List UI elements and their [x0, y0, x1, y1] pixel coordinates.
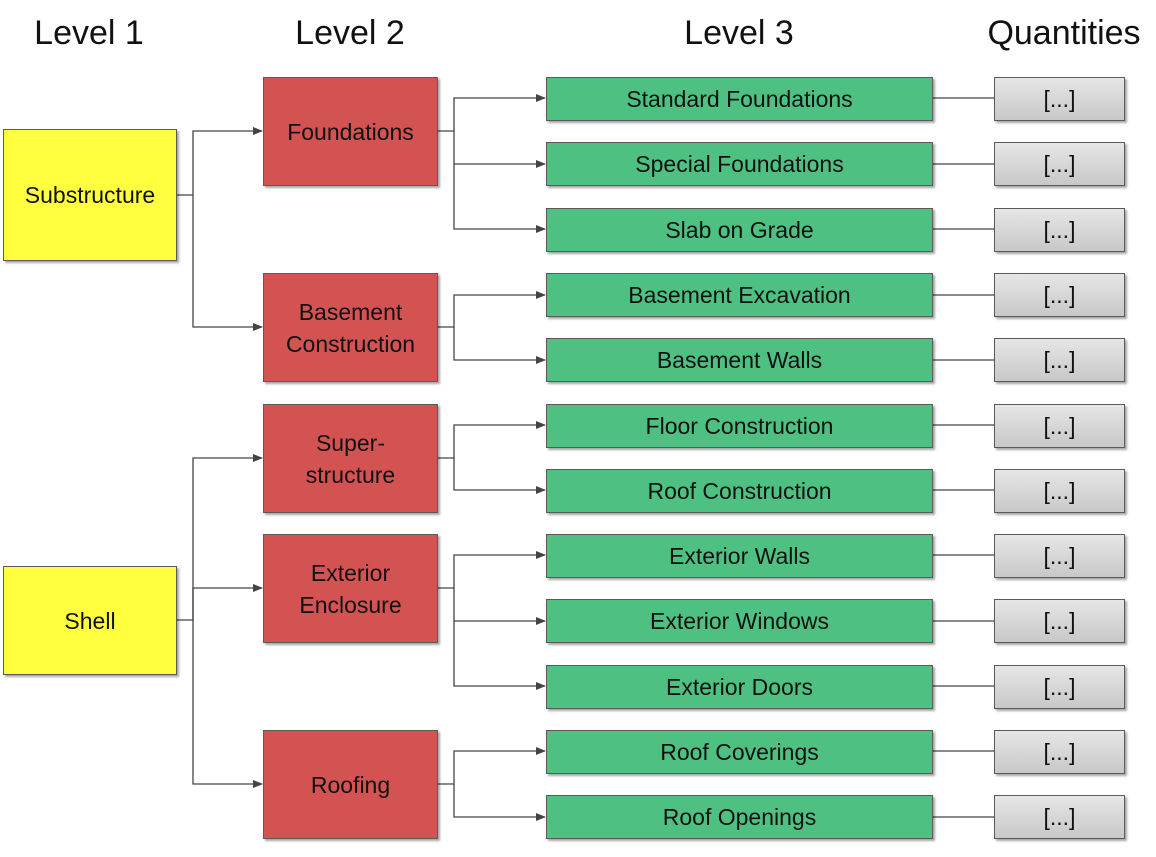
level2-label-line: Foundations: [287, 118, 414, 145]
quantity-label: [...]: [1043, 804, 1076, 830]
level3-slab-on-grade: Slab on Grade: [546, 208, 933, 252]
level3-basement-walls: Basement Walls: [546, 338, 933, 382]
level2-basement-construction: Basement Construction: [263, 273, 438, 382]
quantity-cell: [...]: [994, 338, 1125, 382]
quantity-label: [...]: [1043, 739, 1076, 765]
level2-label-line: Construction: [285, 330, 416, 357]
quantity-label: [...]: [1043, 282, 1076, 308]
quantity-label: [...]: [1043, 413, 1076, 439]
level2-superstructure: Super- structure: [263, 404, 438, 513]
level2-label-line: Exterior: [310, 559, 391, 586]
connector-roofing-coverings: [438, 747, 546, 785]
connector-basement-walls: [453, 327, 546, 364]
level3-special-foundations: Special Foundations: [546, 142, 933, 186]
header-level-1: Level 1: [34, 14, 144, 52]
quantity-label: [...]: [1043, 347, 1076, 373]
quantity-cell: [...]: [994, 77, 1125, 121]
level3-label: Exterior Doors: [666, 674, 813, 700]
header-level-2: Level 2: [295, 14, 405, 52]
quantity-cell: [...]: [994, 730, 1125, 774]
level3-label: Basement Walls: [656, 347, 823, 373]
connector-shell-exterior-enclosure: [192, 584, 263, 620]
connector-enclosure-walls: [438, 551, 546, 589]
connector-foundations-slab: [453, 164, 546, 233]
connector-shell-superstructure: [177, 454, 263, 621]
level3-floor-construction: Floor Construction: [546, 404, 933, 448]
level3-standard-foundations: Standard Foundations: [546, 77, 933, 121]
level2-exterior-enclosure: Exterior Enclosure: [263, 534, 438, 643]
level3-roof-openings: Roof Openings: [546, 795, 933, 839]
quantity-cell: [...]: [994, 208, 1125, 252]
quantity-label: [...]: [1043, 608, 1076, 634]
connector-roofing-openings: [453, 784, 546, 821]
level3-label: Roof Construction: [647, 478, 832, 504]
level1-label: Shell: [64, 607, 116, 634]
quantity-cell: [...]: [994, 273, 1125, 317]
quantity-cell: [...]: [994, 404, 1125, 448]
level3-label: Exterior Windows: [650, 608, 829, 634]
level3-label: Slab on Grade: [665, 217, 814, 243]
connector-enclosure-windows: [453, 588, 546, 625]
level3-label: Exterior Walls: [669, 543, 810, 569]
level3-label: Basement Excavation: [628, 282, 851, 308]
connector-shell-roofing: [192, 620, 263, 788]
level3-label: Floor Construction: [645, 413, 834, 439]
connector-foundations-standard: [438, 94, 546, 132]
level2-label-line: structure: [305, 461, 396, 488]
level2-label-line: Roofing: [310, 771, 391, 798]
level2-label-line: Super-: [315, 429, 386, 456]
connector-basement-excavation: [438, 291, 546, 328]
quantity-label: [...]: [1043, 86, 1076, 112]
connector-enclosure-doors: [453, 621, 546, 690]
connector-substructure-basement: [192, 195, 263, 331]
level2-label-line: Basement: [298, 298, 403, 325]
level3-label: Roof Openings: [662, 804, 817, 830]
level3-roof-coverings: Roof Coverings: [546, 730, 933, 774]
header-level-3: Level 3: [684, 14, 794, 52]
connector-superstructure-roof: [453, 458, 546, 494]
level3-exterior-walls: Exterior Walls: [546, 534, 933, 578]
level3-label: Roof Coverings: [660, 739, 819, 765]
level1-label: Substructure: [24, 182, 156, 208]
level3-roof-construction: Roof Construction: [546, 469, 933, 513]
quantity-label: [...]: [1043, 674, 1076, 700]
level2-label-line: Enclosure: [299, 591, 402, 618]
quantity-cell: [...]: [994, 534, 1125, 578]
quantity-cell: [...]: [994, 599, 1125, 643]
level3-exterior-doors: Exterior Doors: [546, 665, 933, 709]
quantity-cell: [...]: [994, 665, 1125, 709]
level1-substructure: Substructure: [3, 129, 177, 261]
quantity-cell: [...]: [994, 795, 1125, 839]
quantity-cell: [...]: [994, 469, 1125, 513]
connector-foundations-special: [453, 131, 546, 168]
level3-basement-excavation: Basement Excavation: [546, 273, 933, 317]
level3-label: Special Foundations: [635, 151, 844, 177]
quantity-label: [...]: [1043, 151, 1076, 177]
level3-exterior-windows: Exterior Windows: [546, 599, 933, 643]
quantity-cell: [...]: [994, 142, 1125, 186]
connector-substructure-foundations: [177, 127, 263, 196]
header-quantities: Quantities: [987, 14, 1141, 52]
level1-shell: Shell: [3, 566, 177, 675]
quantity-label: [...]: [1043, 217, 1076, 243]
level2-roofing: Roofing: [263, 730, 438, 839]
connector-superstructure-floor: [438, 421, 546, 459]
level3-label: Standard Foundations: [626, 86, 853, 112]
quantity-label: [...]: [1043, 478, 1076, 504]
quantity-label: [...]: [1043, 543, 1076, 569]
level2-foundations: Foundations: [263, 77, 438, 186]
